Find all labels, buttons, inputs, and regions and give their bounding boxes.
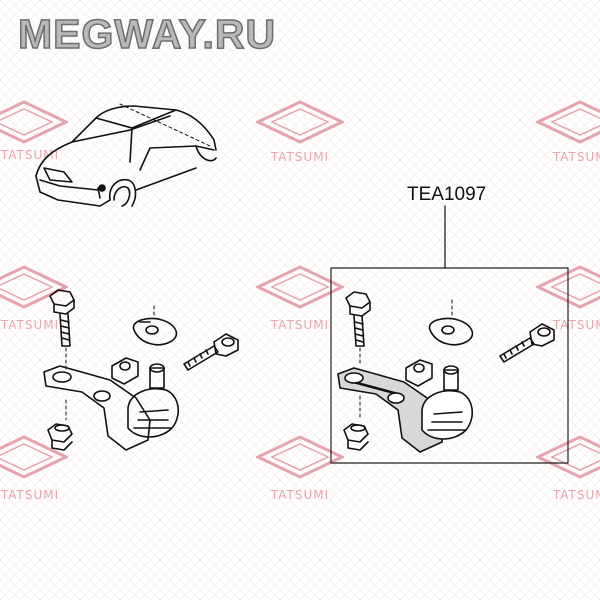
part-highlight-box bbox=[330, 267, 569, 464]
tmi-logo-watermark bbox=[0, 435, 70, 479]
car-illustration bbox=[35, 103, 217, 207]
tatsumi-watermark: TATSUMI bbox=[552, 150, 600, 164]
tmi-logo-watermark bbox=[254, 265, 346, 309]
tmi-logo-watermark bbox=[0, 265, 70, 309]
left-exploded-assembly bbox=[43, 289, 239, 451]
part-number-label: TEA1097 bbox=[407, 184, 487, 205]
tatsumi-watermark: TATSUMI bbox=[0, 488, 60, 502]
right-exploded-assembly bbox=[337, 291, 555, 453]
tmi-logo-watermark bbox=[534, 265, 600, 309]
tmi-logo-watermark bbox=[254, 100, 346, 144]
tatsumi-watermark: TATSUMI bbox=[270, 488, 330, 502]
tatsumi-watermark: TATSUMI bbox=[552, 488, 600, 502]
tmi-logo-watermark bbox=[534, 100, 600, 144]
tmi-logo-watermark bbox=[0, 100, 70, 144]
tatsumi-watermark: TATSUMI bbox=[270, 318, 330, 332]
tatsumi-watermark: TATSUMI bbox=[0, 148, 60, 162]
site-title: MEGWAY.RU bbox=[17, 10, 277, 58]
tmi-logo-watermark bbox=[254, 435, 346, 479]
tatsumi-watermark: TATSUMI bbox=[270, 150, 330, 164]
tmi-logo-watermark bbox=[534, 435, 600, 479]
tatsumi-watermark: TATSUMI bbox=[0, 318, 60, 332]
tatsumi-watermark: TATSUMI bbox=[552, 318, 600, 332]
